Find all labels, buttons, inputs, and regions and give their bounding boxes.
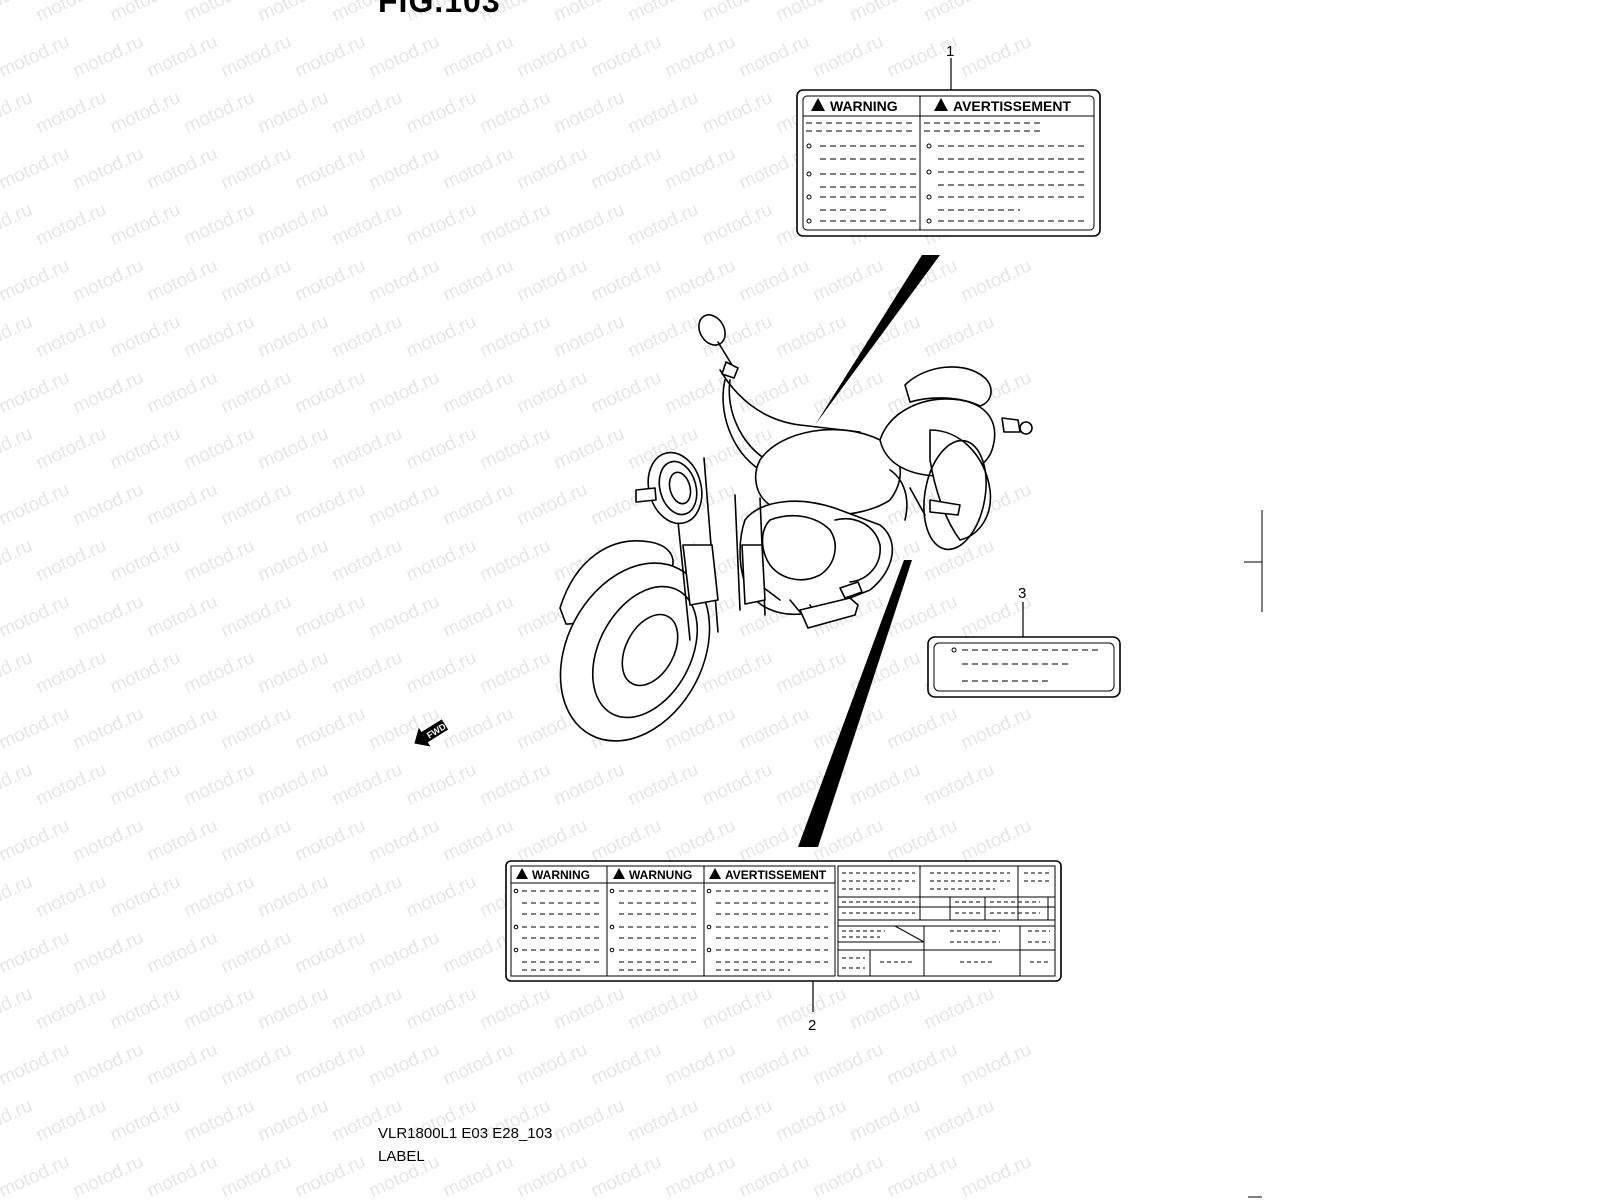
- leader-wedge-upper: [815, 255, 940, 425]
- leader-wedge-lower: [798, 560, 912, 847]
- warning-triangle-icon: [613, 868, 625, 879]
- callout-1: 1: [946, 43, 954, 60]
- figure-title: FIG.103: [378, 0, 501, 19]
- warning-triangle-icon: [516, 868, 528, 879]
- fwd-arrow-icon: FWD: [414, 719, 449, 747]
- label-2-header-warnung: WARNUNG: [629, 868, 692, 882]
- label-2-warning: WARNING WARNUNG AVERTISSEMENT: [505, 860, 1062, 982]
- section-label: LABEL: [378, 1148, 425, 1165]
- label-3: [927, 636, 1121, 698]
- warning-triangle-icon: [709, 868, 721, 879]
- label-1-warning: WARNING AVERTISSEMENT: [796, 89, 1101, 237]
- model-code: VLR1800L1 E03 E28_103: [378, 1125, 553, 1142]
- label-2-header-warning: WARNING: [532, 868, 590, 882]
- label-2-header-avertissement: AVERTISSEMENT: [725, 868, 827, 882]
- label-1-header-avertissement: AVERTISSEMENT: [953, 98, 1071, 114]
- warning-triangle-icon: [934, 98, 948, 111]
- label-1-header-warning: WARNING: [830, 98, 898, 114]
- motorcycle-illustration: [559, 314, 1033, 742]
- callout-3: 3: [1018, 585, 1026, 602]
- callout-2: 2: [808, 1017, 816, 1034]
- warning-triangle-icon: [811, 98, 825, 111]
